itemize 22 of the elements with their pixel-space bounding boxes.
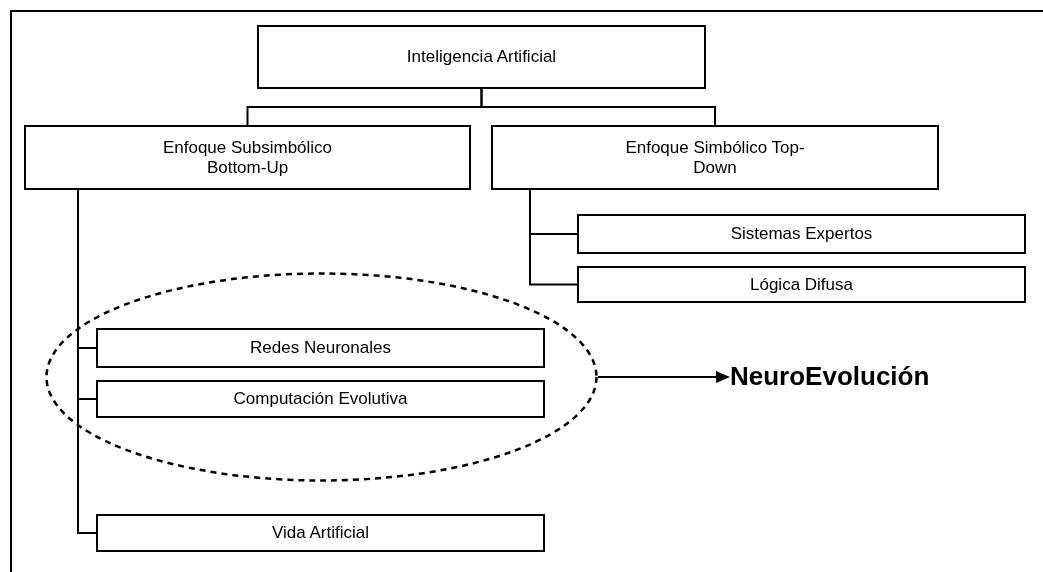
- callout-text: NeuroEvolución: [730, 359, 930, 393]
- node-label: Enfoque Simbólico Top-Down: [624, 137, 806, 178]
- process-box: [257, 25, 706, 89]
- connector-line: [77, 189, 97, 534]
- process-box: [96, 514, 545, 552]
- arrow: [597, 371, 730, 383]
- node-label: Inteligencia Artificial: [405, 47, 558, 67]
- node-label: Lógica Difusa: [749, 274, 854, 295]
- process-box: [24, 125, 471, 190]
- process-box: [96, 380, 545, 418]
- process-box: [491, 125, 939, 190]
- node-label: Vida Artificial: [271, 523, 370, 543]
- process-box: [96, 328, 545, 368]
- dashed-ellipse: [45, 272, 598, 482]
- node-label: Computación Evolutiva: [232, 389, 409, 409]
- connector-line: [529, 189, 578, 286]
- process-box: [577, 214, 1026, 254]
- node-label: Enfoque Subsimbólico Bottom-Up: [161, 137, 334, 178]
- node-label: Redes Neuronales: [249, 338, 392, 358]
- process-box: [577, 266, 1026, 303]
- node-label: Sistemas Expertos: [729, 224, 874, 244]
- connector-line: [480, 88, 716, 126]
